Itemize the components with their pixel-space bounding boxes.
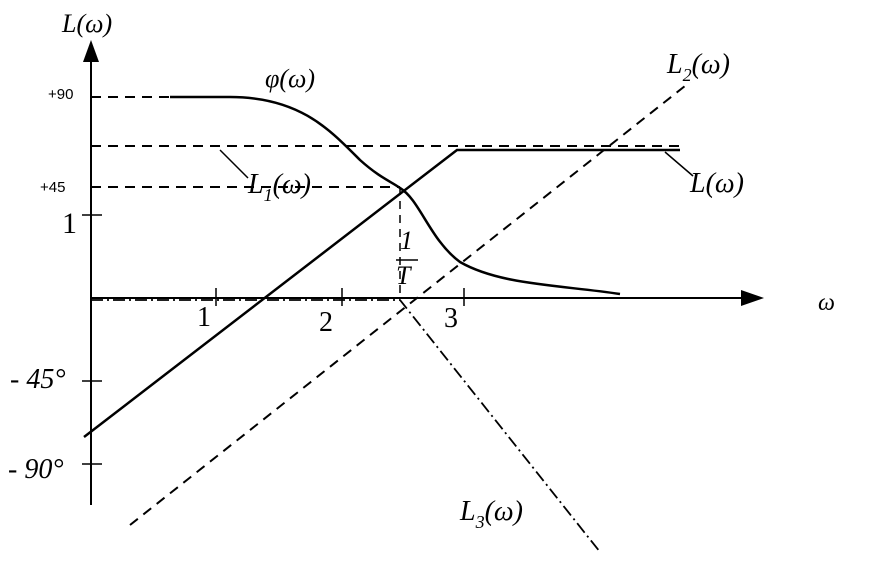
x-tick-label-1: 1 <box>197 302 211 333</box>
y-axis-arrowhead <box>83 40 99 62</box>
x-axis-arrowhead <box>741 290 764 306</box>
phi-curve <box>170 95 621 296</box>
L-curve <box>83 148 680 438</box>
inverse-T-denominator: T <box>396 261 412 290</box>
L3-curve <box>91 299 601 553</box>
x-tick-label-2: 2 <box>319 307 333 338</box>
L-label: L(ω) <box>689 168 744 199</box>
y-tick-label-one: 1 <box>62 207 77 240</box>
y-tick-label-minus90: - 90° <box>8 454 64 485</box>
L1-label: L1(ω) <box>247 169 311 205</box>
inverse-T-numerator: 1 <box>400 226 413 255</box>
y-tick-label-minus45: - 45° <box>10 364 66 395</box>
x-axis-label: ω <box>818 290 835 316</box>
L-leader <box>664 151 694 177</box>
y-axis-label: L(ω) <box>61 9 112 38</box>
x-tick-label-3: 3 <box>444 303 458 334</box>
y-tick-label-plus45: +45 <box>40 179 65 196</box>
y-tick-label-plus90: +90 <box>48 86 73 103</box>
L1-leader <box>219 149 249 179</box>
L3-label: L3(ω) <box>459 496 523 532</box>
L2-curve <box>129 81 691 526</box>
phi-label: φ(ω) <box>265 64 315 93</box>
L2-label: L2(ω) <box>666 49 730 85</box>
